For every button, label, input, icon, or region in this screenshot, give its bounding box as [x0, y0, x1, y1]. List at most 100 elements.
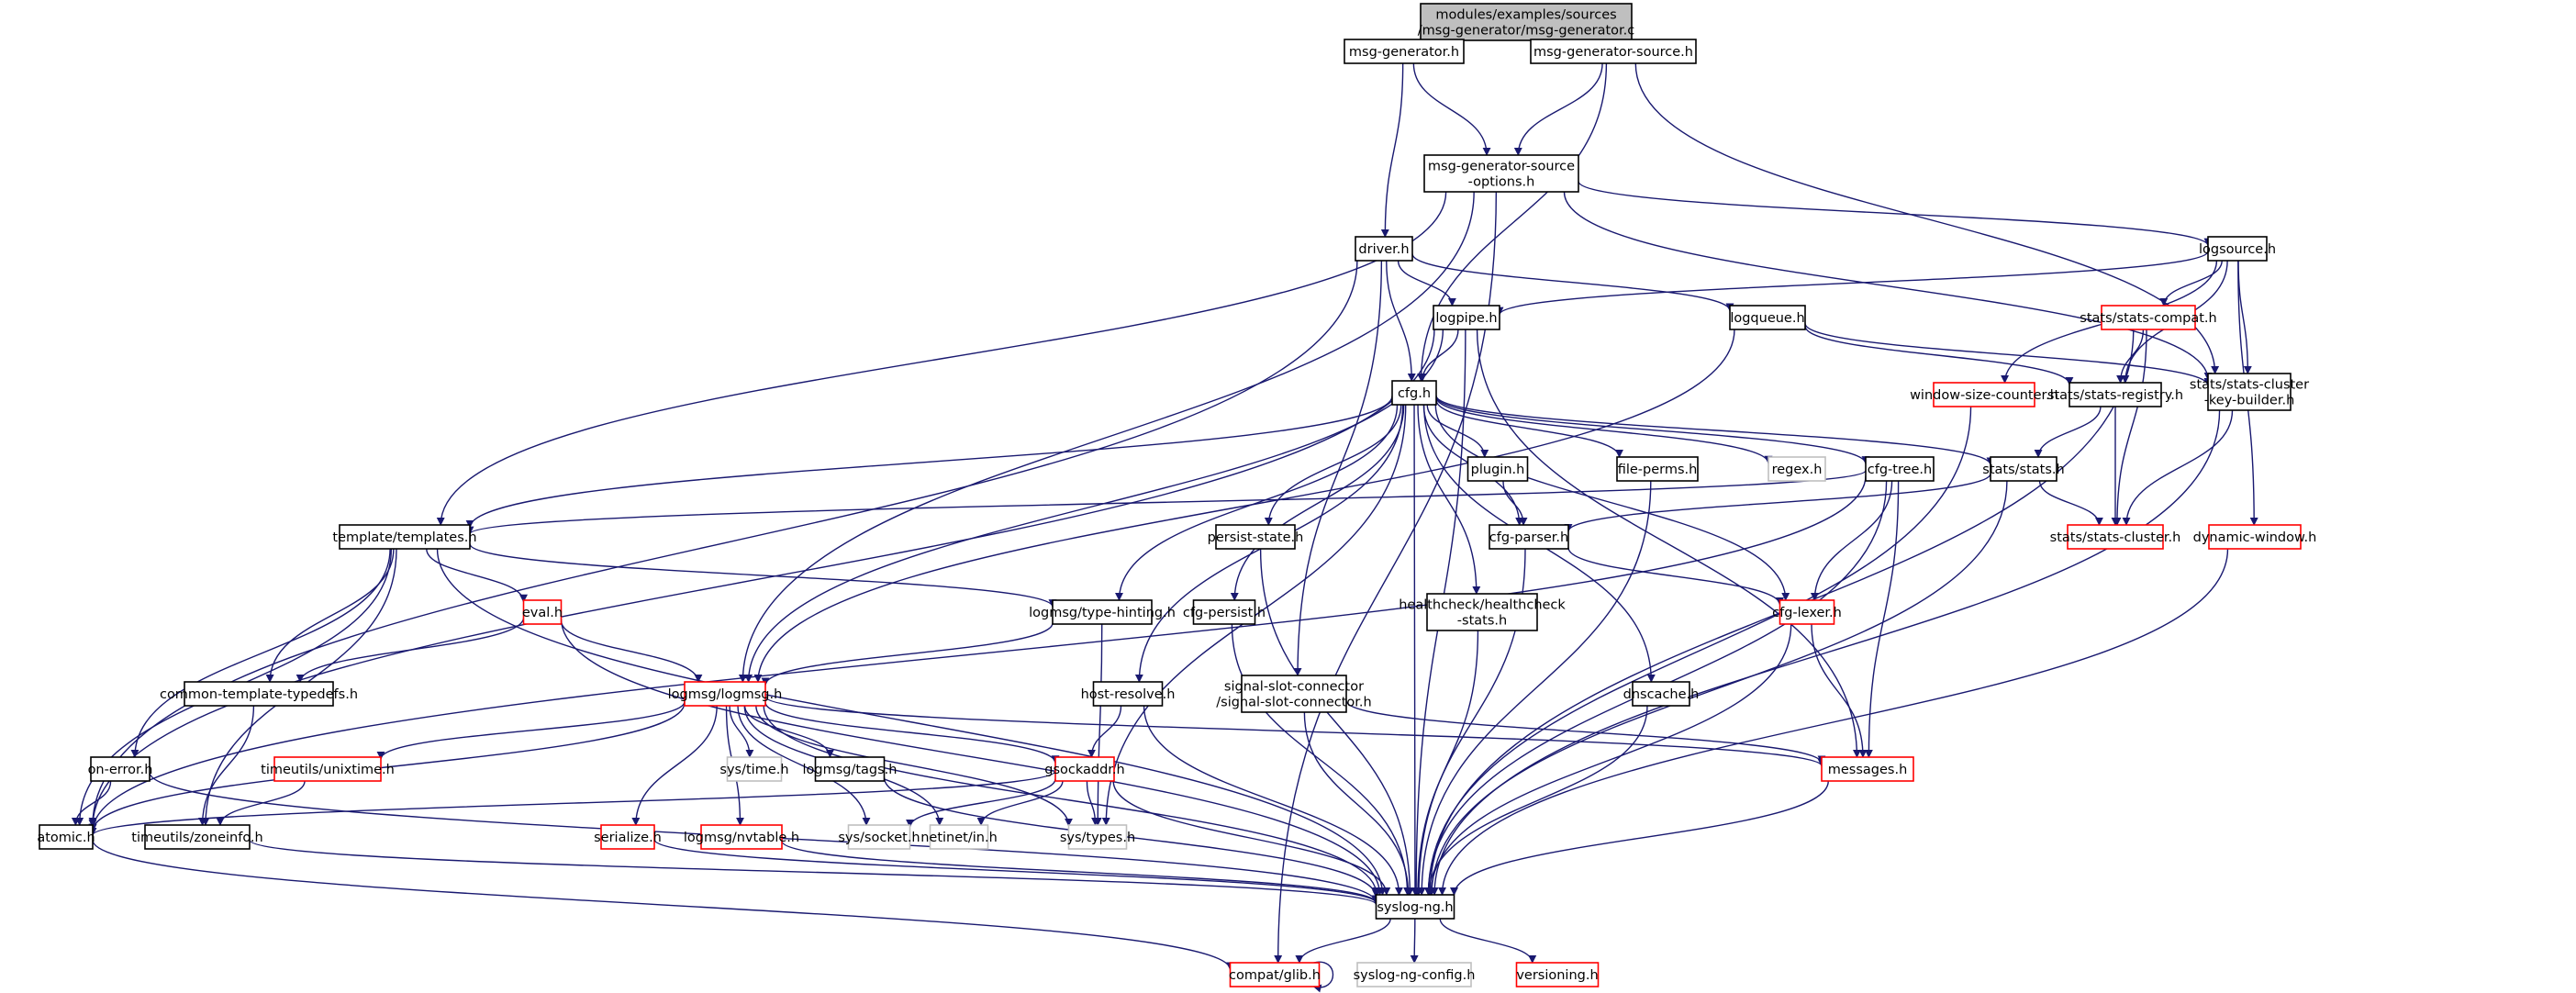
node-logmsg-h[interactable]: logmsg/logmsg.h: [668, 681, 783, 707]
node-logpipe-h[interactable]: logpipe.h: [1433, 305, 1500, 330]
node-type-hinting-h[interactable]: logmsg/type-hinting.h: [1029, 599, 1176, 625]
node-label: cfg-persist.h: [1183, 606, 1266, 620]
node-signal-slot-connector-h[interactable]: signal-slot-connector/signal-slot-connec…: [1216, 675, 1372, 713]
node-driver-h[interactable]: driver.h: [1355, 236, 1413, 262]
node-label: persist-state.h: [1208, 530, 1304, 545]
node-dynamic-window-h[interactable]: dynamic-window.h: [2193, 524, 2317, 550]
edge-on-error-h-to-atomic-h: [71, 780, 112, 826]
edge-cfg-lexer-h-to-syslog-ng-h: [1426, 623, 1792, 896]
node-file-perms-h[interactable]: file-perms.h: [1616, 456, 1699, 482]
node-msg-generator-source-options-h[interactable]: msg-generator-source-options.h: [1423, 154, 1579, 193]
node-nvtable-h[interactable]: logmsg/nvtable.h: [684, 824, 799, 850]
node-label: cfg.h: [1398, 386, 1431, 401]
node-eval-h[interactable]: eval.h: [522, 599, 563, 625]
edge-msg-generator-source-options-h-to-stats-cluster-key-builder-h: [1563, 191, 2213, 381]
node-serialize-h[interactable]: serialize.h: [594, 824, 662, 850]
node-msg-generator-h[interactable]: msg-generator.h: [1344, 39, 1465, 64]
edge-gsockaddr-h-to-sys-socket-h: [906, 778, 1056, 828]
node-gsockaddr-h[interactable]: gsockaddr.h: [1044, 756, 1125, 782]
edge-stats-h-to-stats-cluster-h: [2038, 480, 2103, 526]
edge-common-template-typedefs-h-to-zoneinfo-h: [198, 705, 255, 826]
edge-stats-cluster-key-builder-h-to-stats-cluster-h: [2122, 409, 2234, 526]
node-template-templates-h[interactable]: template/templates.h: [332, 524, 477, 550]
node-syslog-ng-config-h[interactable]: syslog-ng-config.h: [1354, 962, 1476, 987]
node-cfg-h[interactable]: cfg.h: [1391, 380, 1437, 406]
node-messages-h[interactable]: messages.h: [1821, 756, 1914, 782]
node-syslog-ng-h[interactable]: syslog-ng.h: [1375, 894, 1455, 920]
edge-msg-generator-source-options-h-to-compat-glib-h: [1274, 191, 1498, 964]
node-logqueue-h[interactable]: logqueue.h: [1729, 305, 1806, 330]
node-versioning-h[interactable]: versioning.h: [1515, 962, 1600, 987]
edge-logpipe-h-to-cfg-h: [1418, 329, 1459, 382]
node-stats-h[interactable]: stats/stats.h: [1982, 456, 2065, 482]
node-sys-socket-h[interactable]: sys/socket.h: [838, 824, 920, 850]
node-unixtime-h[interactable]: timeutils/unixtime.h: [261, 756, 395, 782]
node-cfg-parser-h[interactable]: cfg-parser.h: [1489, 524, 1569, 550]
node-sys-time-h[interactable]: sys/time.h: [719, 756, 789, 782]
edge-cfg-h-to-sys-types-h: [1101, 404, 1407, 826]
node-tags-h[interactable]: logmsg/tags.h: [802, 756, 898, 782]
node-label: modules/examples/sources: [1435, 8, 1616, 23]
edge-logmsg-h-to-sys-time-h: [729, 705, 754, 758]
node-box: [1054, 756, 1115, 782]
edge-logmsg-h-to-gsockaddr-h: [764, 701, 1060, 764]
edge-nvtable-h-to-syslog-ng-h: [781, 841, 1380, 904]
node-root[interactable]: modules/examples/sources/msg-generator/m…: [1418, 3, 1634, 41]
node-stats-registry-h[interactable]: stats/stats-registry.h: [2047, 382, 2183, 407]
edge-driver-h-to-logpipe-h: [1397, 260, 1456, 307]
node-logsource-h[interactable]: logsource.h: [2199, 236, 2276, 262]
edge-cfg-tree-h-to-cfg-lexer-h: [1810, 480, 1893, 601]
node-cfg-lexer-h[interactable]: cfg-lexer.h: [1772, 599, 1842, 625]
node-label: regex.h: [1772, 463, 1823, 477]
node-cfg-persist-h[interactable]: cfg-persist.h: [1183, 599, 1266, 625]
node-msg-generator-source-h[interactable]: msg-generator-source.h: [1530, 39, 1697, 64]
edge-cfg-h-to-cfg-tree-h: [1435, 396, 1870, 465]
node-stats-compat-h[interactable]: stats/stats-compat.h: [2080, 305, 2217, 330]
node-atomic-h[interactable]: atomic.h: [37, 824, 95, 850]
node-window-size-counter-h[interactable]: window-size-counter.h: [1910, 382, 2058, 407]
edge-msg-generator-source-h-to-cfg-h: [1417, 62, 1608, 382]
node-box: [1356, 962, 1472, 987]
node-label: compat/glib.h: [1229, 968, 1321, 983]
edge-stats-h-to-syslog-ng-h: [1427, 480, 2008, 896]
node-box: [1052, 599, 1153, 625]
node-healthcheck-stats-h[interactable]: healthcheck/healthcheck-stats.h: [1399, 593, 1566, 631]
node-dnscache-h[interactable]: dnscache.h: [1623, 681, 1700, 707]
node-persist-state-h[interactable]: persist-state.h: [1208, 524, 1304, 550]
node-on-error-h[interactable]: on-error.h: [88, 756, 153, 782]
node-stats-cluster-h[interactable]: stats/stats-cluster.h: [2050, 524, 2181, 550]
edge-gsockaddr-h-to-syslog-ng-h: [1112, 780, 1391, 896]
edge-stats-h-to-cfg-parser-h: [1564, 473, 1991, 532]
node-sys-types-h[interactable]: sys/types.h: [1060, 824, 1135, 850]
node-label: plugin.h: [1471, 463, 1525, 477]
node-box: [1092, 681, 1164, 707]
node-host-resolve-h[interactable]: host-resolve.h: [1081, 681, 1176, 707]
edge-gsockaddr-h-to-netinet-in-h: [976, 780, 1064, 826]
node-plugin-h[interactable]: plugin.h: [1466, 456, 1529, 482]
node-label: cfg-parser.h: [1489, 530, 1568, 545]
node-zoneinfo-h[interactable]: timeutils/zoneinfo.h: [131, 824, 263, 850]
node-cfg-tree-h[interactable]: cfg-tree.h: [1865, 456, 1935, 482]
edge-logqueue-h-to-logmsg-h: [753, 329, 1735, 683]
node-label: signal-slot-connector: [1224, 680, 1364, 695]
edge-cfg-h-to-persist-state-h: [1264, 404, 1402, 526]
node-compat-glib-h[interactable]: compat/glib.h: [1229, 962, 1321, 987]
edge-template-templates-h-to-on-error-h: [130, 548, 391, 758]
edge-gsockaddr-h-to-atomic-h: [88, 770, 1056, 836]
node-netinet-in-h[interactable]: netinet/in.h: [920, 824, 998, 850]
node-label: sys/time.h: [719, 763, 788, 777]
node-stats-cluster-key-builder-h[interactable]: stats/stats-cluster-key-builder.h: [2190, 373, 2309, 411]
node-box: [600, 824, 655, 850]
edge-logmsg-h-to-serialize-h: [631, 705, 718, 826]
edge-tags-h-to-syslog-ng-h: [883, 777, 1380, 898]
edge-msg-generator-source-options-h-to-logmsg-h: [738, 191, 1475, 683]
node-box: [1489, 524, 1569, 550]
node-box: [1768, 456, 1826, 482]
node-label: stats/stats.h: [1982, 463, 2064, 477]
node-common-template-typedefs-h[interactable]: common-template-typedefs.h: [160, 681, 358, 707]
edge-logmsg-h-to-messages-h: [764, 696, 1826, 767]
node-box: [1865, 456, 1935, 482]
node-label: atomic.h: [37, 831, 95, 845]
node-label: logmsg/logmsg.h: [668, 687, 783, 702]
node-regex-h[interactable]: regex.h: [1768, 456, 1826, 482]
